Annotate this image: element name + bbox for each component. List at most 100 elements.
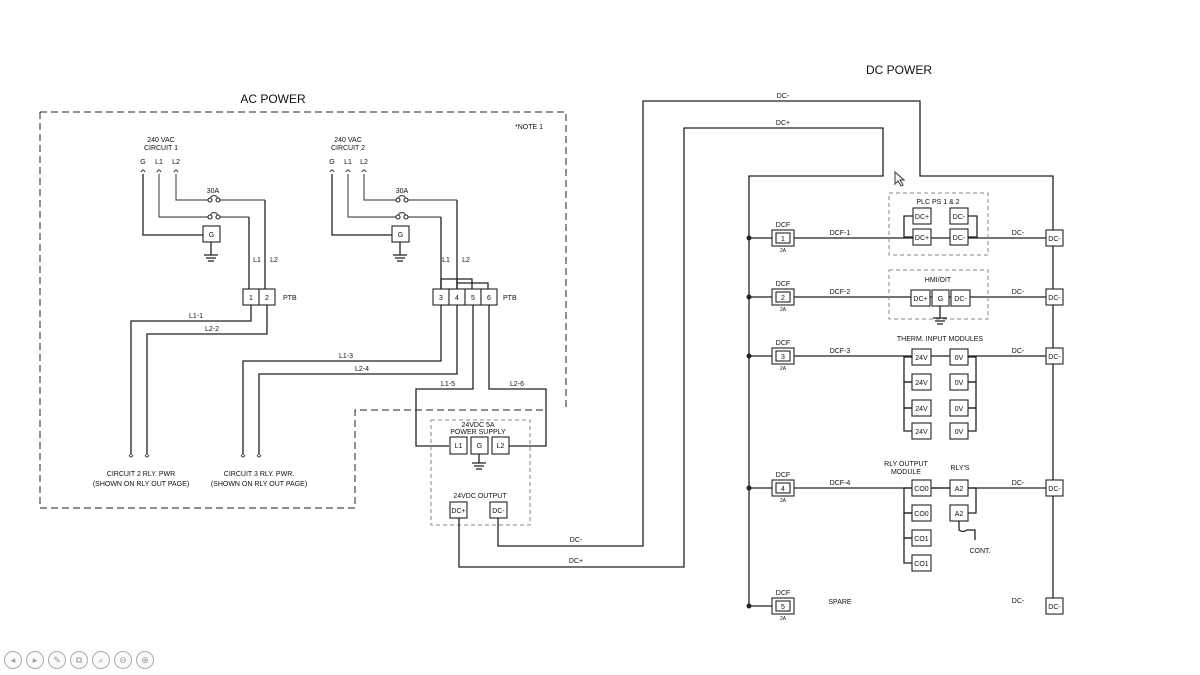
fuse-element-3 xyxy=(775,350,791,362)
ptb-terminal-6-label: 6 xyxy=(487,295,491,302)
circuit2-terminals xyxy=(329,169,367,173)
dc-minus-row-label-1: DC- xyxy=(1012,230,1025,237)
dc-minus-terminal-label-3: DC- xyxy=(1048,354,1061,361)
dc-minus-row-label-3: DC- xyxy=(1012,348,1025,355)
next-page-button[interactable]: ▸ xyxy=(26,651,44,669)
copy-button[interactable]: ⧉ xyxy=(70,651,88,669)
rlys-title: RLY'S xyxy=(950,465,969,472)
psu-terminal-l1-label: L1 xyxy=(455,443,463,450)
circuit3-relay-terminals xyxy=(240,454,262,458)
circuit1-terminals xyxy=(140,169,179,173)
circuit1-ground-icon xyxy=(204,242,218,262)
dc-minus-terminal-label-4: DC- xyxy=(1048,486,1061,493)
dc-minus-terminal-label-2: DC- xyxy=(1048,295,1061,302)
zoom-in-button[interactable]: ⊕ xyxy=(136,651,154,669)
circuit2-feed-wires xyxy=(347,174,393,218)
circuit1-g: G xyxy=(140,159,145,166)
circuit3-relay-note: (SHOWN ON RLY OUT PAGE) xyxy=(211,481,307,488)
rly-jumper-3 xyxy=(903,537,912,564)
circuit1-breaker-rating: 30A xyxy=(207,188,220,195)
ptb-terminal-1-label: 1 xyxy=(249,295,253,302)
ptb2-jumpers xyxy=(440,278,489,289)
circuit3-relay-wires xyxy=(242,305,458,455)
therm-0v-4 xyxy=(949,422,969,440)
relay-coil-wires xyxy=(931,487,977,540)
ac-enclosure-border xyxy=(39,111,567,509)
hmi-terminal-b xyxy=(950,289,971,307)
circuit2-wire-l1: L1 xyxy=(442,257,450,264)
therm-24v-label-4: 24V xyxy=(915,429,928,436)
ptb-terminal-5-label: 5 xyxy=(471,295,475,302)
ac-power-title: AC POWER xyxy=(240,92,306,106)
therm-title: THERM. INPUT MODULES xyxy=(897,336,984,343)
relay-a2-label-1: A2 xyxy=(955,486,964,493)
spare-label: SPARE xyxy=(828,599,852,606)
psu-feed-wires xyxy=(415,305,547,447)
mouse-cursor-icon xyxy=(894,170,906,187)
fuse-number-5: 5 xyxy=(781,604,785,611)
rly-module-title-1: RLY OUTPUT xyxy=(884,461,928,468)
psu-ground-icon xyxy=(472,454,486,470)
fuse-number-4: 4 xyxy=(781,486,785,493)
circuit1-ptb-leads xyxy=(248,200,266,290)
plc-ps-border xyxy=(888,192,989,256)
therm-0v-label-2: 0V xyxy=(955,380,964,387)
top-dc-plus-label: DC+ xyxy=(776,120,790,127)
wire-l1-1: L1-1 xyxy=(189,313,203,320)
psu-terminal-l1 xyxy=(449,436,468,455)
circuit2-name: CIRCUIT 2 xyxy=(331,145,365,152)
circuit2-l2: L2 xyxy=(360,159,368,166)
circuit1-ground-label: G xyxy=(209,232,214,239)
hmi-terminal-a-label: DC+ xyxy=(913,296,927,303)
dc-minus-row-label-4: DC- xyxy=(1012,480,1025,487)
wire-l2-6: L2-6 xyxy=(510,381,524,388)
fuse-wire-label-3: DCF-3 xyxy=(830,348,851,355)
fuse-label-4: DCF xyxy=(776,472,790,479)
prev-page-button[interactable]: ◂ xyxy=(4,651,22,669)
dc-plus-bus xyxy=(458,127,884,606)
dc-minus-row-label-5: DC- xyxy=(1012,598,1025,605)
fuse-element-1 xyxy=(775,232,791,244)
dc-power-title: DC POWER xyxy=(866,63,932,77)
hmi-border xyxy=(888,269,989,320)
circuit2-breaker-rating: 30A xyxy=(396,188,409,195)
psu-title: POWER SUPPLY xyxy=(450,429,506,436)
ptb-terminal-2-label: 2 xyxy=(265,295,269,302)
plc-jumpers xyxy=(903,215,978,238)
circuit2-relay-wires xyxy=(130,305,268,455)
plc-terminal-d-label: DC- xyxy=(953,235,966,242)
hmi-terminal-g-label: G xyxy=(938,296,943,303)
fuse-amp-2: 2A xyxy=(780,307,787,313)
therm-24v-4 xyxy=(911,422,932,440)
ptb-terminal-3-label: 3 xyxy=(439,295,443,302)
rly-jumper-1 xyxy=(903,487,912,514)
circuit2-relay-terminals xyxy=(128,454,150,458)
hmi-ground-icon xyxy=(933,306,947,325)
fuse-element-2 xyxy=(775,291,791,303)
fuse-amp-5: 2A xyxy=(780,616,787,622)
fuse-number-2: 2 xyxy=(781,295,785,302)
wire-l1-3: L1-3 xyxy=(339,353,353,360)
therm-24v-label-2: 24V xyxy=(915,380,928,387)
fuse-label-5: DCF xyxy=(776,590,790,597)
bottom-dc-plus-label: DC+ xyxy=(569,558,583,565)
rly-co-label-4: CO1 xyxy=(914,561,929,568)
circuit2-g: G xyxy=(329,159,334,166)
circuit2-relay-label: CIRCUIT 2 RLY. PWR xyxy=(107,471,175,478)
wire-l1-5: L1-5 xyxy=(441,381,455,388)
hmi-title: HMI/OIT xyxy=(925,277,952,284)
circuit2-wire-l2: L2 xyxy=(462,257,470,264)
search-button[interactable]: ⌕ xyxy=(92,651,110,669)
dc-minus-terminal-5 xyxy=(1045,597,1064,615)
circuit1-name: CIRCUIT 1 xyxy=(144,145,178,152)
circuit2-voltage: 240 VAC xyxy=(334,137,362,144)
annotate-button[interactable]: ✎ xyxy=(48,651,66,669)
zoom-out-button[interactable]: ⊖ xyxy=(114,651,132,669)
dc-minus-terminal-label-5: DC- xyxy=(1048,604,1061,611)
circuit1-ground-wire xyxy=(142,174,203,236)
fuse-amp-1: 2A xyxy=(780,248,787,254)
